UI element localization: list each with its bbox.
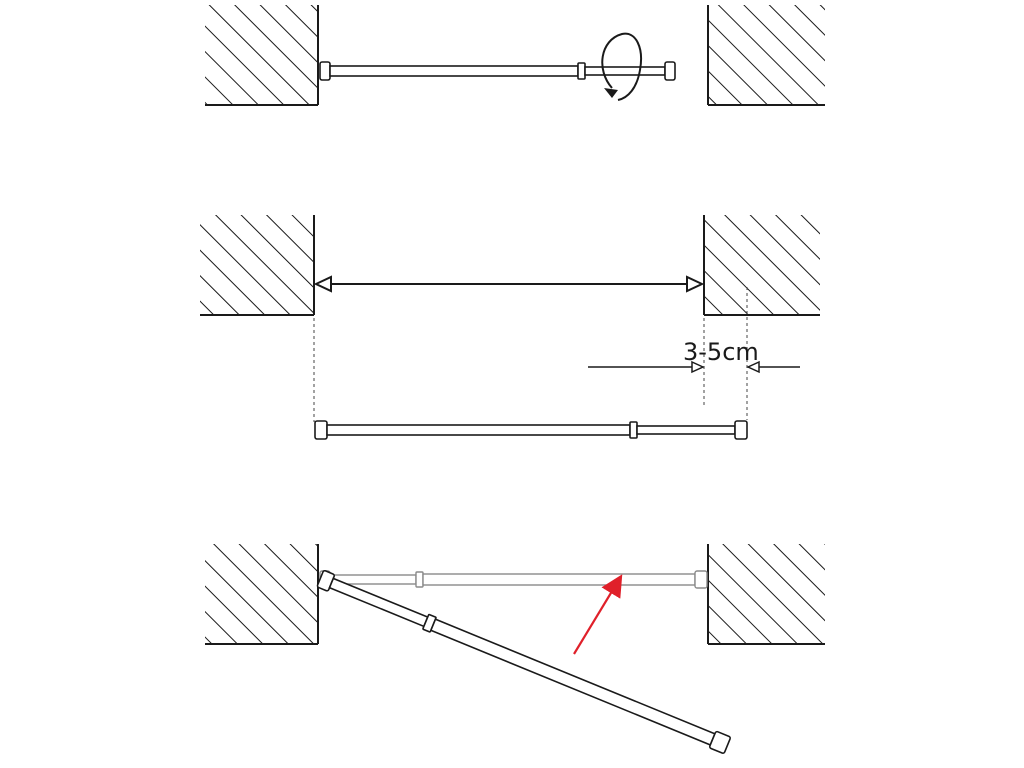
rod-end-cap-left [314,420,328,440]
left-wall [205,544,319,645]
rod-end-cap-right [708,730,731,754]
rod-main-tube [326,424,631,436]
tension-rod-extended [314,420,748,440]
rod-end-cap-right [734,420,748,440]
gap-dimension [588,360,800,374]
rod-main-tube [422,573,696,586]
wall-width-dimension [313,275,705,293]
step-2-measure-and-oversize: 3-5cm [200,215,820,440]
rod-joint [577,62,586,80]
rod-end-cap-right [694,570,708,589]
step-1-twist-to-extend [205,5,825,106]
rod-joint [629,421,638,439]
rod-joint [415,571,424,588]
left-wall [200,215,315,316]
right-wall [703,215,820,316]
right-wall [707,5,825,106]
rod-end-cap-left [319,61,331,81]
rod-inner-tube [328,577,429,628]
tension-rod-tilted [316,569,731,754]
rotate-arrow-icon [601,32,642,101]
rod-end-cap-right [664,61,676,81]
tension-rod-final-position [319,570,708,589]
right-wall [707,544,825,645]
gap-label: 3-5cm [683,338,759,366]
lift-arrow-icon [573,574,623,655]
rod-inner-tube [584,66,666,76]
rod-main-tube [329,65,579,77]
rod-main-tube [429,618,716,746]
step-3-insert-and-raise [205,544,825,754]
rod-inner-tube [636,425,736,435]
tension-rod [319,61,676,81]
extension-lines [313,287,748,422]
left-wall [205,5,319,106]
